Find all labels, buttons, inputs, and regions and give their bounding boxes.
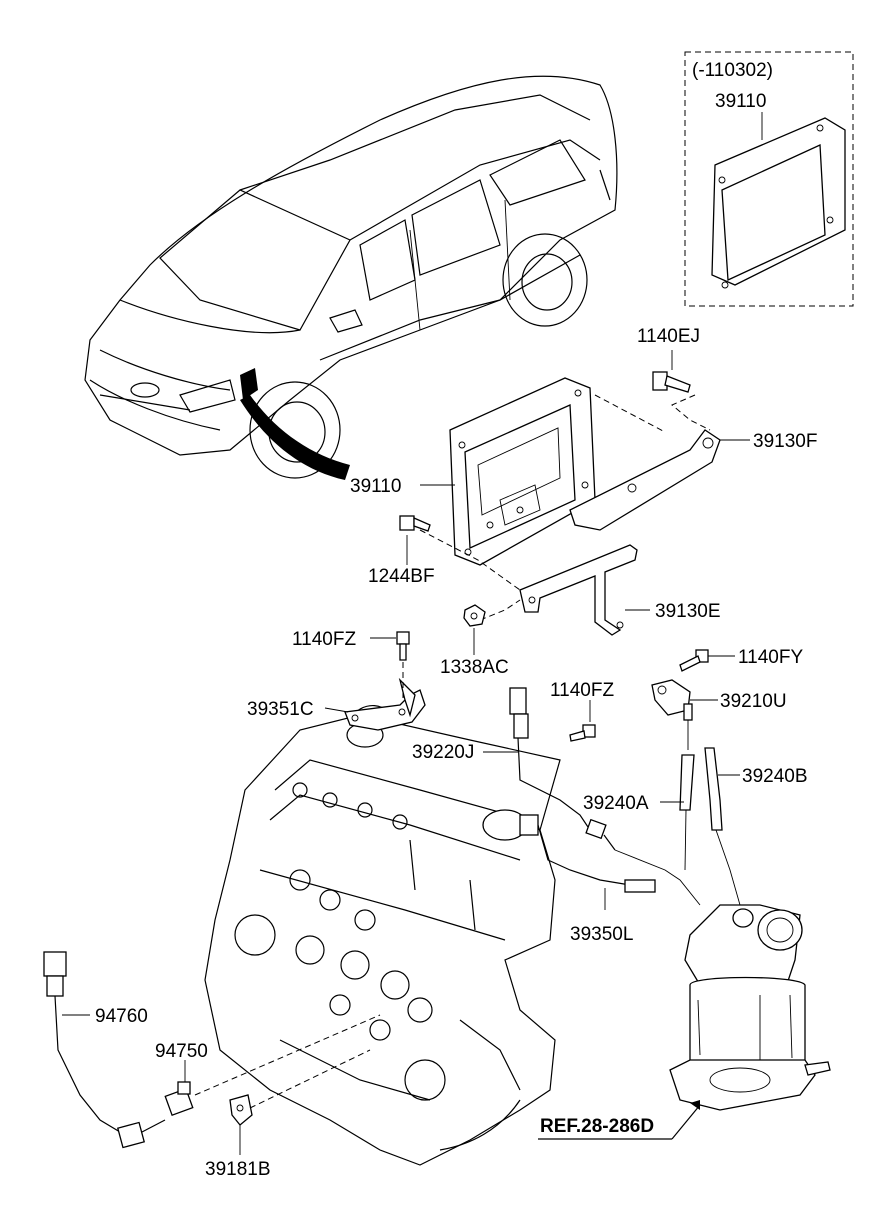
bracket-39181b (229, 1094, 253, 1126)
reference-label: REF.28-286D (540, 1116, 654, 1137)
inset-box: (-110302) 39110 (684, 51, 854, 307)
oxygen-sensor-39220j (509, 687, 616, 851)
bolt-icon-1140fz-top (396, 631, 410, 661)
reference-arrow-icon (690, 1100, 700, 1110)
bolt-icon-1140ej (652, 371, 691, 393)
knock-sensor-94750 (164, 1081, 194, 1116)
hose-39240a (679, 754, 695, 811)
bolt-icon-1244bf (399, 515, 431, 532)
label-39351c: 39351C (247, 699, 314, 720)
label-1140fz-mid: 1140FZ (550, 680, 614, 701)
label-39350l: 39350L (570, 924, 633, 945)
label-1338ac: 1338AC (440, 657, 509, 678)
label-39240a: 39240A (583, 793, 649, 814)
inset-label: (-110302) (692, 60, 773, 81)
inset-part-label: 39110 (715, 91, 766, 112)
bolt-icon-1140fy (679, 649, 709, 672)
engine-block (204, 705, 561, 1166)
catalytic-converter (669, 904, 831, 1111)
label-1140fz-top: 1140FZ (292, 629, 356, 650)
label-39220j: 39220J (412, 742, 474, 763)
label-39240b: 39240B (742, 766, 808, 787)
label-39110: 39110 (350, 476, 401, 497)
hose-39240b (704, 747, 723, 831)
label-1140ej: 1140EJ (637, 326, 700, 347)
car-illustration (84, 75, 618, 480)
bracket-39351c (344, 677, 426, 731)
bracket-39130e (519, 544, 638, 636)
label-39210u: 39210U (720, 691, 787, 712)
bracket-39130f (569, 429, 721, 531)
label-94760: 94760 (95, 1006, 148, 1027)
label-1244bf: 1244BF (368, 566, 435, 587)
label-39181b: 39181B (205, 1159, 271, 1180)
ecu-module (449, 377, 596, 566)
label-1140fy: 1140FY (738, 647, 803, 668)
ecu-module-inset (711, 117, 846, 289)
label-94750: 94750 (155, 1041, 208, 1062)
label-39130e: 39130E (655, 601, 721, 622)
label-39130f: 39130F (753, 431, 817, 452)
pressure-sensor-39210u (651, 679, 693, 721)
oxygen-sensor-39350l (482, 809, 656, 893)
bolt-icon-1140fz-mid (569, 724, 596, 742)
nut-icon-1338ac (463, 604, 486, 627)
knock-sensor-harness-94760 (43, 951, 166, 1149)
